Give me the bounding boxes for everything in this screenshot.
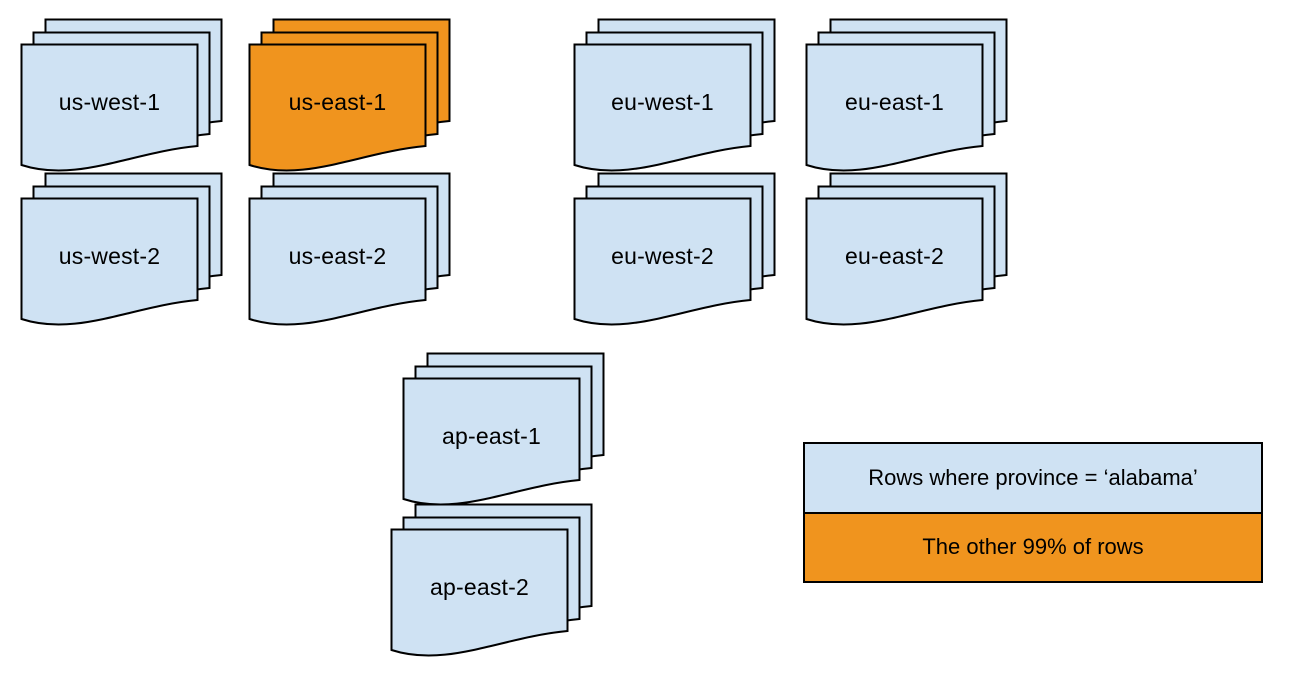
doc-stack-eu-east-1: eu-east-1 [805,18,1008,176]
document-shape-front [573,197,752,326]
document-shape-front [390,528,569,657]
document-shape-front [805,43,984,172]
doc-stack-eu-west-2: eu-west-2 [573,172,776,330]
document-shape-front [248,197,427,326]
document-shape-front [20,197,199,326]
doc-stack-us-west-1: us-west-1 [20,18,223,176]
doc-stack-label: us-east-2 [288,242,387,269]
doc-stack-us-east-2: us-east-2 [248,172,451,330]
doc-stack-us-west-2: us-west-2 [20,172,223,330]
doc-stack-ap-east-1: ap-east-1 [402,352,605,510]
legend-row-other-rows-label: The other 99% of rows [922,534,1144,560]
legend-row-alabama-label: Rows where province = ‘alabama’ [868,464,1198,490]
doc-stack-label: eu-east-2 [845,242,944,269]
doc-stack-label: eu-east-1 [845,88,944,115]
doc-stack-ap-east-2: ap-east-2 [390,503,593,661]
doc-stack-label: ap-east-2 [430,573,529,600]
document-shape-front [573,43,752,172]
doc-stack-label: ap-east-1 [442,422,541,449]
legend: Rows where province = ‘alabama’ The othe… [803,442,1263,583]
doc-stack-eu-west-1: eu-west-1 [573,18,776,176]
doc-stack-eu-east-2: eu-east-2 [805,172,1008,330]
legend-row-alabama: Rows where province = ‘alabama’ [805,444,1261,514]
doc-stack-label: us-west-1 [58,88,161,115]
doc-stack-us-east-1: us-east-1 [248,18,451,176]
document-shape-front [20,43,199,172]
document-shape-front [402,377,581,506]
doc-stack-label: eu-west-2 [611,242,714,269]
document-shape-front [248,43,427,172]
doc-stack-label: us-west-2 [58,242,161,269]
document-shape-front [805,197,984,326]
doc-stack-label: us-east-1 [288,88,387,115]
legend-row-other-rows: The other 99% of rows [805,513,1261,581]
doc-stack-label: eu-west-1 [611,88,714,115]
